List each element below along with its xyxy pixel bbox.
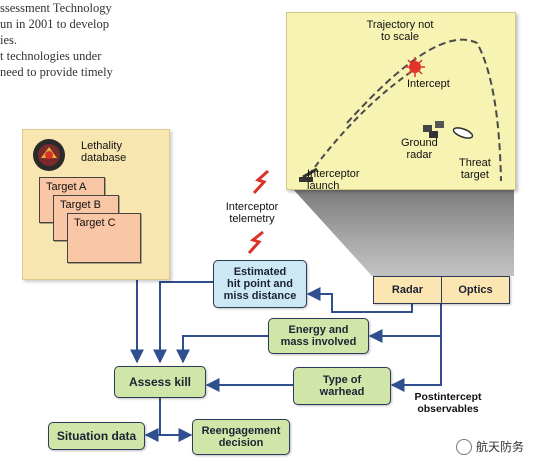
arrow-optics-to-energy xyxy=(368,304,442,343)
threat-target-icon xyxy=(452,127,474,139)
trajectory-scene xyxy=(299,38,502,182)
body-text-line: un in 2001 to develop xyxy=(0,17,110,31)
body-text-line: need to provide timely xyxy=(0,65,113,79)
interceptor-launch-label: Interceptor launch xyxy=(307,168,360,192)
ground-radar-label: Ground radar xyxy=(401,137,438,161)
interceptor-telemetry-line: Interceptor xyxy=(225,201,279,213)
energy-mass-box: Energy and mass involved xyxy=(268,318,369,354)
target-card-label: Target B xyxy=(60,199,101,211)
body-text-line: ies. xyxy=(0,33,18,47)
target-card-c: Target C xyxy=(67,213,141,263)
assess-kill-box: Assess kill xyxy=(114,366,206,398)
arrow-assess-to-situation xyxy=(144,398,161,442)
target-card-label: Target A xyxy=(46,181,87,193)
database-title: Lethality database xyxy=(81,140,126,164)
threat-trajectory xyxy=(346,38,502,182)
optics-cell: Optics xyxy=(458,284,493,296)
postintercept-observables-label: Postintercept observables xyxy=(400,391,496,415)
threat-target-label: Threat target xyxy=(459,157,491,181)
database-title-line: database xyxy=(81,152,127,164)
interceptor-telemetry-label: Interceptor telemetry xyxy=(212,201,292,225)
threat-target-label-line: Threat xyxy=(459,157,491,169)
interceptor-launcher-icon xyxy=(299,167,318,182)
threat-target-label-line: target xyxy=(460,169,489,181)
trajectory-note-line: Trajectory not xyxy=(366,19,434,31)
estimated-box-line: Estimated xyxy=(233,266,287,278)
interceptor-telemetry-line: telemetry xyxy=(229,213,275,225)
trajectory-note-line: to scale xyxy=(381,31,419,43)
trajectory-note: Trajectory not to scale xyxy=(353,19,447,43)
watermark: 航天防务 xyxy=(456,438,524,455)
ground-radar-icon xyxy=(423,121,444,138)
arrow-optics-to-warhead xyxy=(390,336,442,392)
warhead-box-line: Type of xyxy=(322,374,362,386)
postintercept-line: Postintercept xyxy=(414,391,482,403)
energy-box-line: Energy and xyxy=(288,324,349,336)
warhead-box-line: warhead xyxy=(319,386,365,398)
reengagement-decision-box: Reengagement decision xyxy=(192,419,290,455)
panel-projection-shadow xyxy=(292,188,514,276)
body-text-line: ssessment Technology xyxy=(0,1,112,15)
ground-radar-label-line: Ground xyxy=(401,137,438,149)
target-card-label: Target C xyxy=(74,217,116,229)
missile-defense-emblem-icon xyxy=(33,139,65,171)
trajectory-panel: Trajectory not to scale Intercept Ground… xyxy=(286,12,516,192)
radar-cell: Radar xyxy=(374,277,442,303)
arrow-estimated-to-assess xyxy=(153,281,213,364)
postintercept-line: observables xyxy=(417,403,479,415)
database-title-line: Lethality xyxy=(81,140,122,152)
interceptor-launch-label-line: launch xyxy=(307,180,340,192)
estimated-hit-point-box: Estimated hit point and miss distance xyxy=(213,260,307,308)
arrow-radar-to-estimated xyxy=(306,287,413,313)
situation-data-box: Situation data xyxy=(48,422,145,450)
reengagement-box-line: Reengagement xyxy=(201,425,281,437)
sensors-box: Radar Optics xyxy=(373,276,510,304)
estimated-box-line: miss distance xyxy=(223,290,297,302)
intercept-burst-icon xyxy=(405,57,425,77)
telemetry-signal-lower xyxy=(247,230,264,255)
interceptor-trajectory xyxy=(308,68,416,176)
reengagement-box-line: decision xyxy=(218,437,264,449)
lethality-database-panel: Lethality database Target A Target B Tar… xyxy=(22,129,170,280)
ground-radar-label-line: radar xyxy=(406,149,433,161)
telemetry-signal-upper xyxy=(252,169,270,195)
energy-box-line: mass involved xyxy=(280,336,357,348)
intercept-label: Intercept xyxy=(407,78,450,90)
watermark-text: 航天防务 xyxy=(476,440,525,454)
body-text-fragment: ssessment Technology un in 2001 to devel… xyxy=(0,0,150,80)
interceptor-launch-label-line: Interceptor xyxy=(307,168,360,180)
warhead-type-box: Type of warhead xyxy=(293,367,391,405)
body-text-line: t technologies under xyxy=(0,49,102,63)
estimated-box-line: hit point and xyxy=(227,278,293,290)
arrow-energy-to-assess xyxy=(176,335,268,364)
wechat-logo-icon xyxy=(456,438,472,455)
